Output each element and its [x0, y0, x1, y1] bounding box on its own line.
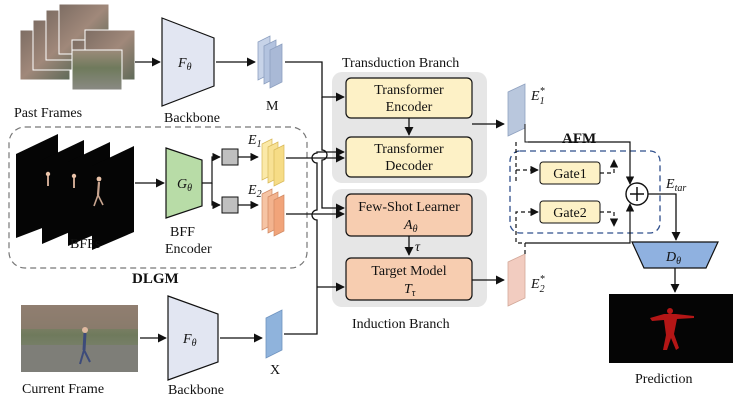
backbone-bottom-symbol: Fθ [182, 332, 197, 349]
current-frame-image [21, 305, 138, 372]
e2-star-label: E2* [530, 274, 545, 295]
gate1-label: Gate1 [553, 167, 586, 182]
transduction-title: Transduction Branch [342, 56, 459, 71]
bff-encoder-line2: Encoder [165, 242, 212, 257]
backbone-bottom-label: Backbone [168, 383, 224, 398]
few-shot-learner-symbol: Aθ [403, 218, 418, 235]
arrow-e2star-to-gate2 [515, 207, 539, 254]
arrow-encoder-to-gray2 [211, 183, 221, 210]
e2-label: E2 [247, 183, 262, 200]
few-shot-learner-line1: Few-Shot Learner [358, 200, 460, 215]
arrow-e1star-to-plus [528, 141, 635, 185]
gray-square-1 [221, 148, 239, 166]
target-model-line1: Target Model [371, 264, 446, 279]
arrow-gate2-out [600, 211, 619, 227]
bff-encoder: Gθ [165, 147, 203, 219]
arrow-encoder-to-gray1 [202, 152, 221, 184]
e1-feature-stack [261, 138, 285, 187]
bff-encoder-symbol: Gθ [177, 177, 192, 194]
arrow-m-to-encoder [285, 61, 345, 102]
bffs-image [16, 134, 134, 250]
transformer-decoder-line1: Transformer [374, 142, 444, 157]
backbone-bottom: Fθ [167, 295, 219, 381]
target-model-box: Target Model Tτ [345, 257, 473, 301]
decoder-symbol: Dθ [665, 250, 681, 267]
past-frames-label: Past Frames [14, 106, 82, 121]
transformer-decoder-box: Transformer Decoder [345, 136, 473, 178]
arrow-x-to-decoder [311, 147, 345, 328]
gate1-box: Gate1 [539, 161, 601, 185]
arrow-m-to-learner [321, 97, 345, 213]
e1-label: E1 [247, 133, 262, 150]
decoder-block: Dθ [631, 241, 719, 269]
query-feature [265, 309, 283, 359]
prediction-label: Prediction [635, 372, 693, 387]
bff-encoder-line1: BFF [170, 225, 195, 240]
e1-star-feature [507, 83, 526, 137]
transformer-encoder-box: Transformer Encoder [345, 77, 473, 119]
target-model-symbol: Tτ [404, 282, 416, 299]
backbone-top-symbol: Fθ [177, 56, 192, 73]
transformer-decoder-line2: Decoder [385, 159, 433, 174]
gate2-label: Gate2 [553, 206, 586, 221]
memory-feature-stack [257, 35, 283, 89]
e1-star-label: E1* [530, 86, 545, 107]
past-frames-image [19, 3, 136, 91]
prediction-image [609, 294, 733, 363]
arrow-plus-to-decoder [648, 193, 681, 241]
induction-title: Induction Branch [352, 317, 450, 332]
line-x-up [284, 328, 318, 335]
gate2-box: Gate2 [539, 200, 601, 224]
tau-label: τ [415, 240, 421, 255]
afm-region [509, 150, 661, 234]
gray-square-2 [221, 196, 239, 214]
afm-title: AFM [562, 131, 596, 147]
memory-label: M [266, 99, 279, 114]
arrow-e2star-to-plus [525, 203, 635, 244]
transformer-encoder-line1: Transformer [374, 83, 444, 98]
etar-label: Etar [665, 177, 686, 194]
dlgm-title: DLGM [132, 271, 179, 287]
current-frame-label: Current Frame [22, 382, 104, 397]
sum-node [625, 182, 649, 206]
transformer-encoder-line2: Encoder [386, 100, 433, 115]
e2-feature-stack [261, 188, 285, 237]
backbone-top-label: Backbone [164, 111, 220, 126]
backbone-top: Fθ [161, 17, 215, 107]
dlgm-region [8, 126, 308, 269]
query-label: X [270, 363, 280, 378]
bffs-label: BFFs [70, 237, 100, 252]
e2-star-feature [507, 253, 526, 307]
arrow-gate1-out [600, 159, 619, 174]
few-shot-learner-box: Few-Shot Learner Aθ [345, 193, 473, 237]
